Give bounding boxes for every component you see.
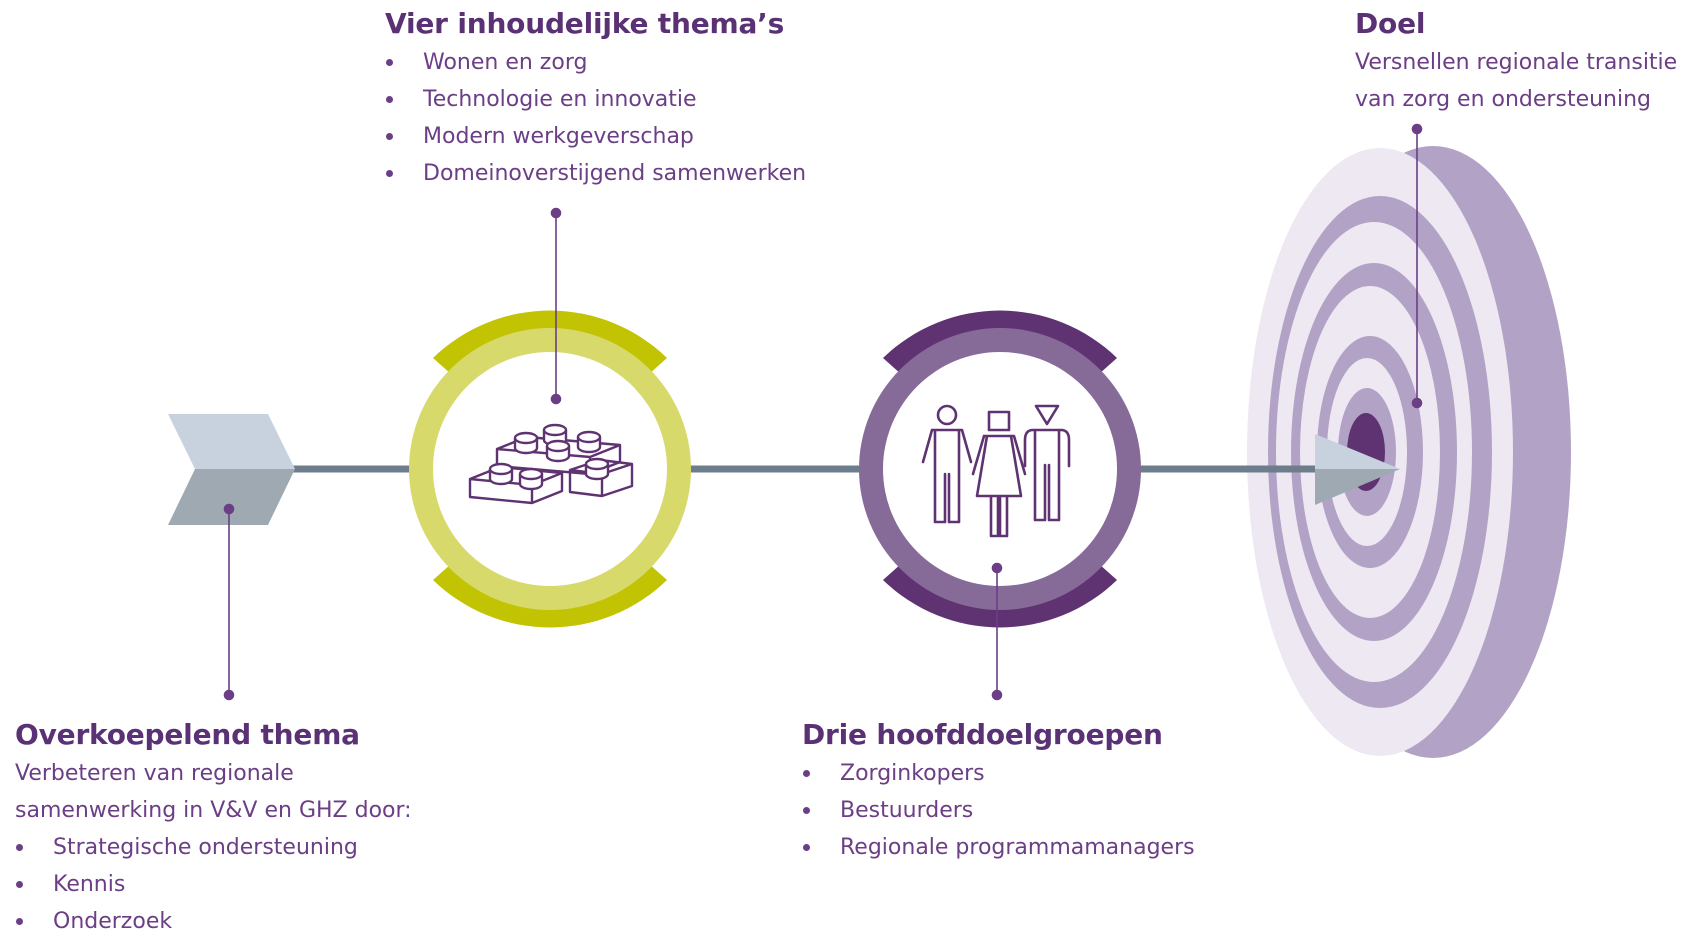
list-item: Wonen en zorg bbox=[385, 44, 806, 81]
arrowhead-icon bbox=[1315, 434, 1400, 505]
building-blocks-icon bbox=[468, 423, 634, 505]
goal-text-line1: Versnellen regionale transitie bbox=[1355, 50, 1678, 75]
list-item: Domeinoverstijgend samenwerken bbox=[385, 155, 806, 192]
list-item: Regionale programmamanagers bbox=[802, 829, 1195, 866]
arrow-fletching-icon bbox=[168, 414, 295, 525]
overarching-heading: Overkoepelend thema bbox=[15, 718, 360, 751]
goal-text-line2: van zorg en ondersteuning bbox=[1355, 87, 1652, 112]
goal-heading: Doel bbox=[1355, 7, 1426, 40]
list-item: Bestuurders bbox=[802, 792, 1195, 829]
list-item: Zorginkopers bbox=[802, 755, 1195, 792]
target-groups-heading: Drie hoofddoelgroepen bbox=[802, 718, 1163, 751]
overarching-list: Strategische ondersteuning Kennis Onderz… bbox=[15, 829, 412, 940]
people-icon bbox=[921, 404, 1071, 538]
goal-block: Doel Versnellen regionale transitie van … bbox=[1355, 4, 1677, 118]
themes-circle bbox=[409, 310, 691, 628]
themes-heading: Vier inhoudelijke thema’s bbox=[385, 7, 785, 40]
list-item: Onderzoek bbox=[15, 903, 412, 940]
list-item: Modern werkgeverschap bbox=[385, 118, 806, 155]
list-item: Technologie en innovatie bbox=[385, 81, 806, 118]
leader-lines bbox=[223, 123, 1423, 701]
list-item: Strategische ondersteuning bbox=[15, 829, 412, 866]
list-item: Kennis bbox=[15, 866, 412, 903]
themes-block: Vier inhoudelijke thema’s Wonen en zorg … bbox=[385, 4, 806, 192]
groups-circle bbox=[859, 310, 1141, 628]
overarching-intro-line2: samenwerking in V&V en GHZ door: bbox=[15, 798, 412, 823]
themes-list: Wonen en zorg Technologie en innovatie M… bbox=[385, 44, 806, 192]
target-groups-block: Drie hoofddoelgroepen Zorginkopers Bestu… bbox=[802, 715, 1195, 866]
overarching-intro-line1: Verbeteren van regionale bbox=[15, 761, 294, 786]
overarching-block: Overkoepelend thema Verbeteren van regio… bbox=[15, 715, 412, 940]
target-groups-list: Zorginkopers Bestuurders Regionale progr… bbox=[802, 755, 1195, 866]
target-icon bbox=[1247, 146, 1571, 758]
